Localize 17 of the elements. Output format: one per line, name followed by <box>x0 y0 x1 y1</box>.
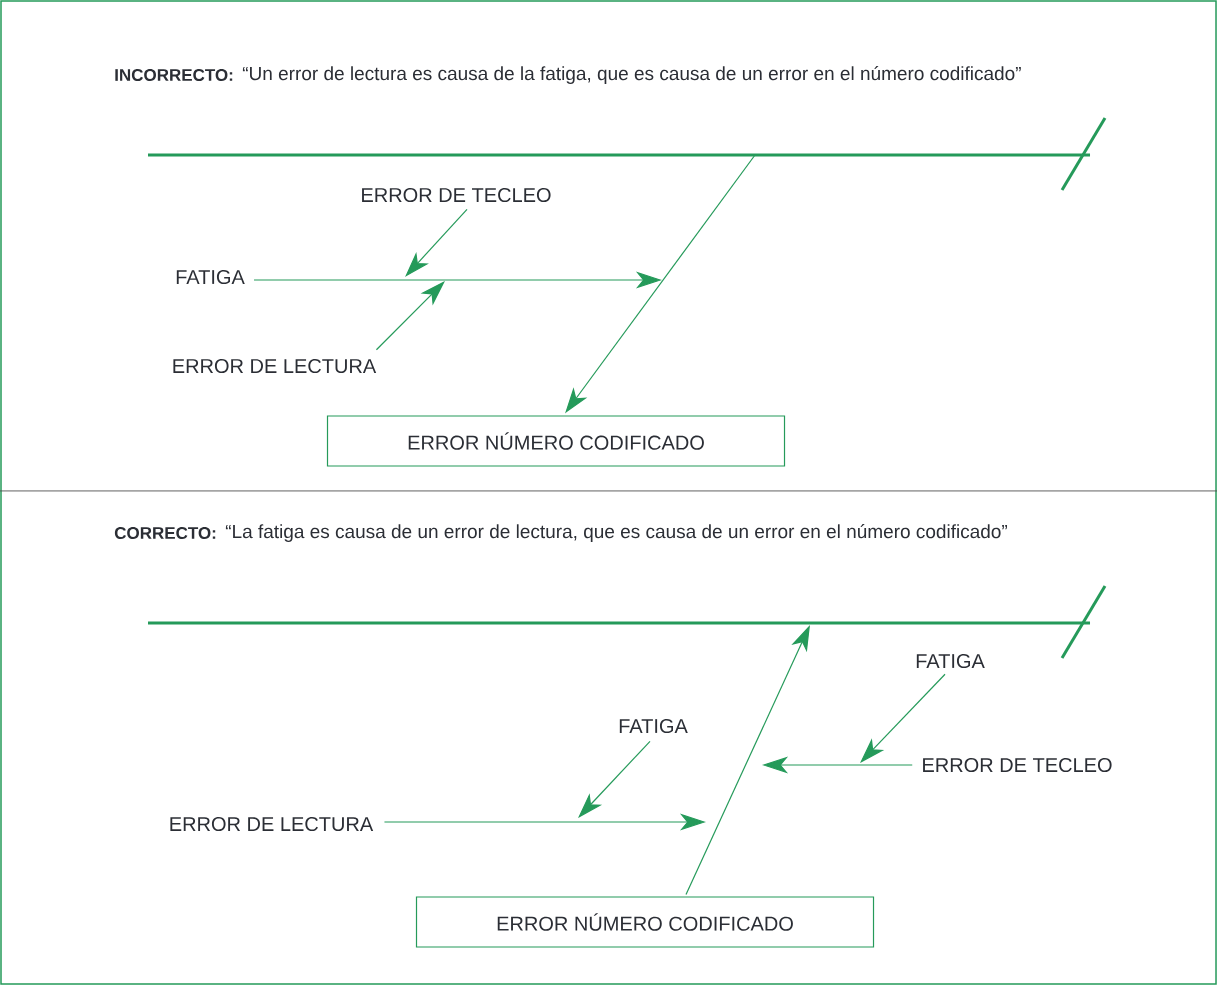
arrow <box>405 208 468 277</box>
quote-text: “Un error de lectura es causa de la fatiga, que es causa de un error en el número codificado” <box>242 66 1021 84</box>
section-heading: CORRECTO: <box>114 527 216 540</box>
section-heading: INCORRECTO: <box>115 69 233 82</box>
cause-label: ERROR DE TECLEO <box>923 757 1112 773</box>
cause-label: ERROR DE LECTURA <box>170 816 374 832</box>
cause-label: ERROR DE TECLEO <box>362 187 551 203</box>
quote-text: “La fatiga es causa de un error de lectura, que es causa de un error en el número codificado” <box>225 524 1007 542</box>
arrow <box>860 673 946 763</box>
result-box: ERROR NÚMERO CODIFICADO <box>326 415 786 467</box>
cause-label: FATIGA <box>916 653 985 669</box>
cause-label: ERROR DE LECTURA <box>173 358 377 374</box>
cause-label: FATIGA <box>176 269 245 285</box>
result-box: ERROR NÚMERO CODIFICADO <box>415 896 875 948</box>
cause-label: FATIGA <box>619 718 688 734</box>
arrow <box>375 281 445 351</box>
arrow <box>578 740 651 818</box>
